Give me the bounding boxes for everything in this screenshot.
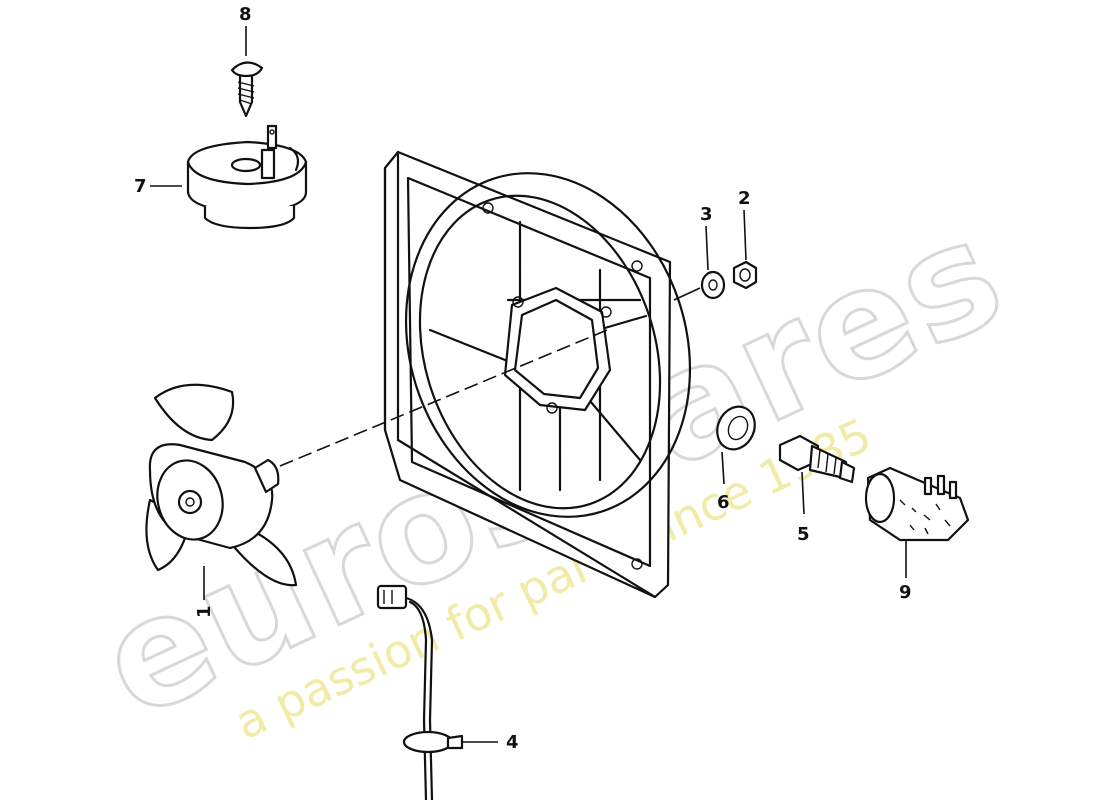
part-4-cable-clamp bbox=[376, 584, 464, 800]
callout-5: 5 bbox=[797, 524, 810, 545]
part-2-nut bbox=[732, 260, 758, 290]
callout-8: 8 bbox=[239, 4, 252, 25]
fan-shroud bbox=[383, 150, 692, 599]
callout-3: 3 bbox=[700, 204, 713, 225]
part-7-motor-cap bbox=[186, 124, 308, 230]
callout-9: 9 bbox=[899, 582, 912, 603]
part-3-washer bbox=[700, 270, 726, 300]
callout-4: 4 bbox=[506, 732, 519, 753]
callouts: 8 7 3 2 6 5 9 1 4 bbox=[134, 4, 912, 753]
callout-7: 7 bbox=[134, 176, 147, 197]
leader-lines bbox=[150, 26, 907, 743]
part-1-fan bbox=[145, 383, 298, 587]
callout-2: 2 bbox=[738, 188, 751, 209]
callout-6: 6 bbox=[717, 492, 730, 513]
part-9-connector-plug bbox=[864, 466, 970, 542]
part-6-seal-ring bbox=[716, 405, 756, 451]
part-5-thermo-switch bbox=[778, 434, 856, 484]
callout-1: 1 bbox=[194, 605, 215, 618]
part-8-screw bbox=[230, 61, 264, 118]
